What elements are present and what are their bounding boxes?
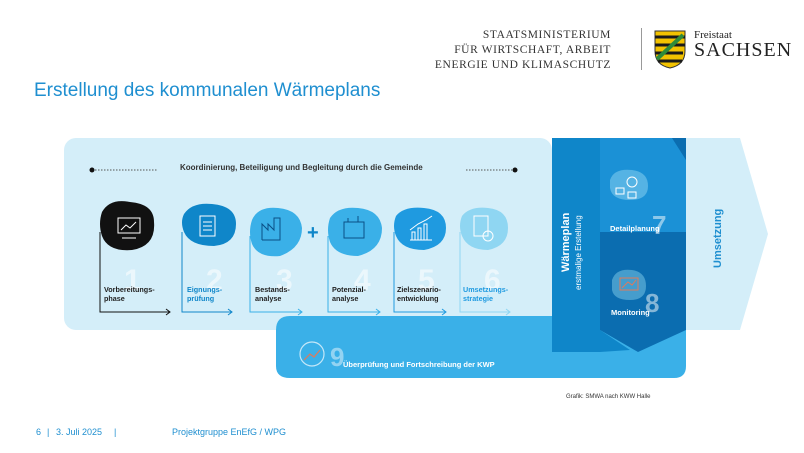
umsetzung-label: Umsetzung: [712, 208, 724, 268]
step-6-blob: [460, 207, 508, 250]
step-6-label-line-1: Umsetzungs-: [463, 285, 509, 294]
ministry-line-1: STAATSMINISTERIUM: [482, 29, 611, 41]
footer-date: 3. Juli 2025: [56, 427, 103, 437]
step-7-number: 7: [652, 210, 667, 240]
review-label: Überprüfung und Fortschreibung der KWP: [343, 360, 495, 369]
step-2-label-line-1: Eignungs-: [187, 285, 223, 294]
industry-potential-icon: [343, 216, 365, 239]
footer-separator-2: |: [114, 427, 117, 437]
step-1-label: Vorbereitungs- phase: [104, 285, 155, 303]
step-3-blob: [250, 207, 302, 257]
freistaat-label: Freistaat: [694, 29, 732, 41]
presentation-board-icon: [117, 217, 141, 239]
step-5-number: 5: [418, 264, 435, 297]
footer-page-number: 6: [36, 427, 42, 437]
ministry-name: STAATSMINISTERIUM FÜR WIRTSCHAFT, ARBEIT…: [391, 28, 611, 73]
waermeplan-chevron: [552, 138, 630, 352]
step-6-number: 6: [484, 264, 501, 297]
step-8-number: 8: [645, 288, 660, 318]
step-5-label-line-1: Zielszenario-: [397, 285, 441, 294]
step-1-label-line-1: Vorbereitungs-: [104, 285, 155, 294]
step-6-label: Umsetzungs- strategie: [463, 285, 508, 303]
strategy-document-icon: [473, 215, 494, 242]
step-3-label: Bestands- analyse: [255, 285, 290, 303]
waermeplan-subtitle: erstmalige Erstellung: [574, 215, 583, 290]
footer-separator-1: |: [47, 427, 50, 437]
step-4-label: Potenzial- analyse: [332, 285, 366, 303]
step-2-label-line-2: prüfung: [187, 294, 215, 303]
step-1-label-line-2: phase: [104, 294, 125, 303]
step-4-label-line-1: Potenzial-: [332, 285, 366, 294]
saxony-coat-of-arms-icon: [654, 30, 686, 69]
footer-project: Projektgruppe EnEfG / WPG: [172, 427, 287, 437]
step-3-label-line-1: Bestands-: [255, 285, 290, 294]
monitoring-icon: [612, 269, 646, 300]
step-6-label-line-2: strategie: [463, 294, 493, 303]
ministry-line-2: FÜR WIRTSCHAFT, ARBEIT: [454, 44, 611, 56]
review-cycle-icon: [299, 341, 325, 367]
umsetzung-chevron: [686, 138, 768, 330]
step-3-label-line-2: analyse: [255, 294, 282, 303]
waermeplan-title: Wärmeplan: [560, 212, 572, 272]
factory-icon: [261, 217, 281, 241]
monitoring-label: Monitoring: [611, 308, 650, 317]
step-4-number: 4: [354, 264, 371, 297]
step-9-number: 9: [330, 342, 345, 372]
main-panel: [64, 138, 552, 330]
graphic-credit: Grafik: SMWA nach KWW Halle: [566, 394, 651, 400]
step-5-label: Zielszenario- entwicklung: [397, 285, 441, 303]
step-3-number: 3: [276, 264, 293, 297]
coordination-label: Koordinierung, Beteiligung und Begleitun…: [180, 163, 423, 172]
header-divider: [641, 28, 642, 70]
step-2-number: 2: [206, 264, 223, 297]
detail-planning-label: Detailplanung: [610, 224, 660, 233]
step-1-number: 1: [124, 264, 141, 297]
ministry-line-3: ENERGIE UND KLIMASCHUTZ: [434, 59, 611, 71]
plus-sign: +: [307, 222, 319, 244]
detail-planning-icon: [610, 169, 648, 200]
step-2-blob: [182, 203, 236, 246]
step-4-label-line-2: analyse: [332, 294, 359, 303]
step-2-label: Eignungs- prüfung: [187, 285, 222, 303]
growth-chart-icon: [409, 215, 433, 241]
step-4-blob: [328, 207, 382, 256]
step-5-blob: [394, 207, 446, 250]
sachsen-label: SACHSEN: [694, 39, 793, 61]
step-5-label-line-2: entwicklung: [397, 294, 439, 303]
checklist-icon: [199, 215, 216, 237]
page-title: Erstellung des kommunalen Wärmeplans: [34, 80, 381, 101]
